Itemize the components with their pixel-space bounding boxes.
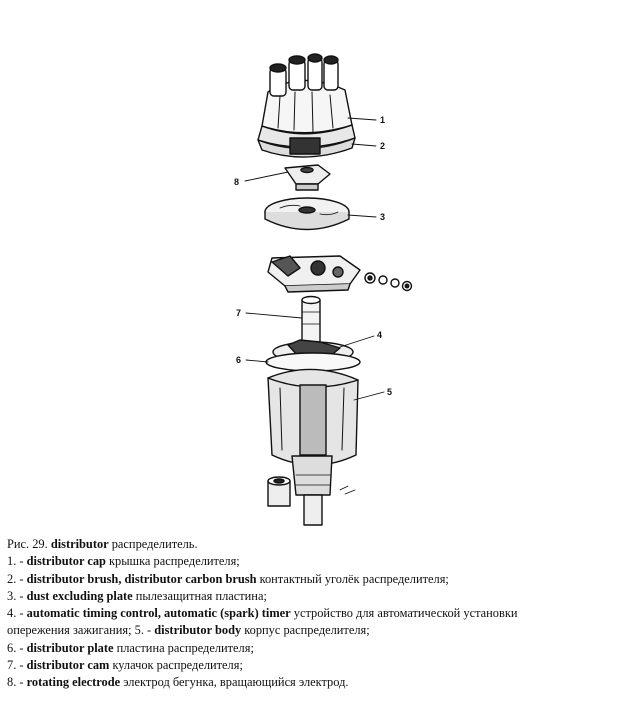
figure-caption: Рис. 29. distributor распределитель. 1. … xyxy=(7,536,632,692)
item-number: 4. - xyxy=(7,606,27,621)
item-translation: кулачок распределителя; xyxy=(109,658,243,673)
caption-item-3: 3. - dust excluding plate пылезащитная п… xyxy=(7,588,632,605)
dust-plate-drawing xyxy=(264,197,350,231)
item-translation: корпус распределителя; xyxy=(241,623,370,638)
breaker-plate-drawing xyxy=(267,255,413,293)
figure-number: Рис. 29. xyxy=(7,537,51,551)
title-translation: распределитель. xyxy=(108,537,198,551)
callout-2: 2 xyxy=(380,141,385,151)
title-term: distributor xyxy=(50,537,109,551)
item-term: distributor brush, distributor carbon br… xyxy=(26,571,257,586)
item-continuation: опережения зажигания; xyxy=(7,623,135,638)
caption-item-8: 8. - rotating electrode электрод бегунка… xyxy=(7,674,632,691)
item-translation: крышка распределителя; xyxy=(105,554,240,569)
item-term: distributor body xyxy=(154,623,242,638)
caption-item-2: 2. - distributor brush, distributor carb… xyxy=(7,571,632,588)
item-number: 1. - xyxy=(7,554,27,569)
item-term: automatic timing control, automatic (spa… xyxy=(26,606,291,621)
item-translation: пылезащитная пластина; xyxy=(132,588,267,603)
callout-7: 7 xyxy=(236,308,241,318)
caption-item-4: 4. - automatic timing control, automatic… xyxy=(7,605,632,622)
item-term: distributor cap xyxy=(26,554,106,569)
item-term: distributor cam xyxy=(26,658,110,673)
caption-item-1: 1. - distributor cap крышка распределите… xyxy=(7,553,632,570)
callout-6: 6 xyxy=(236,355,241,365)
callout-4: 4 xyxy=(377,330,382,340)
item-translation: контактный уголёк распределителя; xyxy=(256,571,449,586)
distributor-body-drawing xyxy=(267,368,359,526)
item-number: 3. - xyxy=(7,588,27,603)
item-term: distributor plate xyxy=(26,640,114,655)
caption-item-6: 6. - distributor plate пластина распреде… xyxy=(7,640,632,657)
item-translation: устройство для автоматической установки xyxy=(290,606,518,621)
caption-title: Рис. 29. distributor распределитель. xyxy=(7,536,632,553)
item-number: 2. - xyxy=(7,571,27,586)
callout-1: 1 xyxy=(380,115,385,125)
item-number: 5. - xyxy=(134,623,155,638)
callout-3: 3 xyxy=(380,212,385,222)
item-translation: пластина распределителя; xyxy=(113,640,254,655)
item-translation: электрод бегунка, вращающийся электрод. xyxy=(120,675,349,690)
caption-item-7: 7. - distributor cam кулачок распределит… xyxy=(7,657,632,674)
distributor-cap-drawing xyxy=(257,53,356,158)
item-term: rotating electrode xyxy=(26,675,121,690)
item-number: 7. - xyxy=(7,658,27,673)
item-number: 8. - xyxy=(7,675,27,690)
cam-and-timer-drawing xyxy=(265,295,361,372)
item-term: dust excluding plate xyxy=(26,588,133,603)
callout-lines xyxy=(244,117,385,401)
caption-item-5: опережения зажигания; 5. - distributor b… xyxy=(7,622,632,639)
rotor-drawing xyxy=(284,164,331,191)
bushing-drawing xyxy=(267,476,291,507)
distributor-exploded-illustration: 1 2 3 4 5 6 7 8 xyxy=(234,53,413,526)
callout-5: 5 xyxy=(387,387,392,397)
item-number: 6. - xyxy=(7,640,27,655)
callout-8: 8 xyxy=(234,177,239,187)
